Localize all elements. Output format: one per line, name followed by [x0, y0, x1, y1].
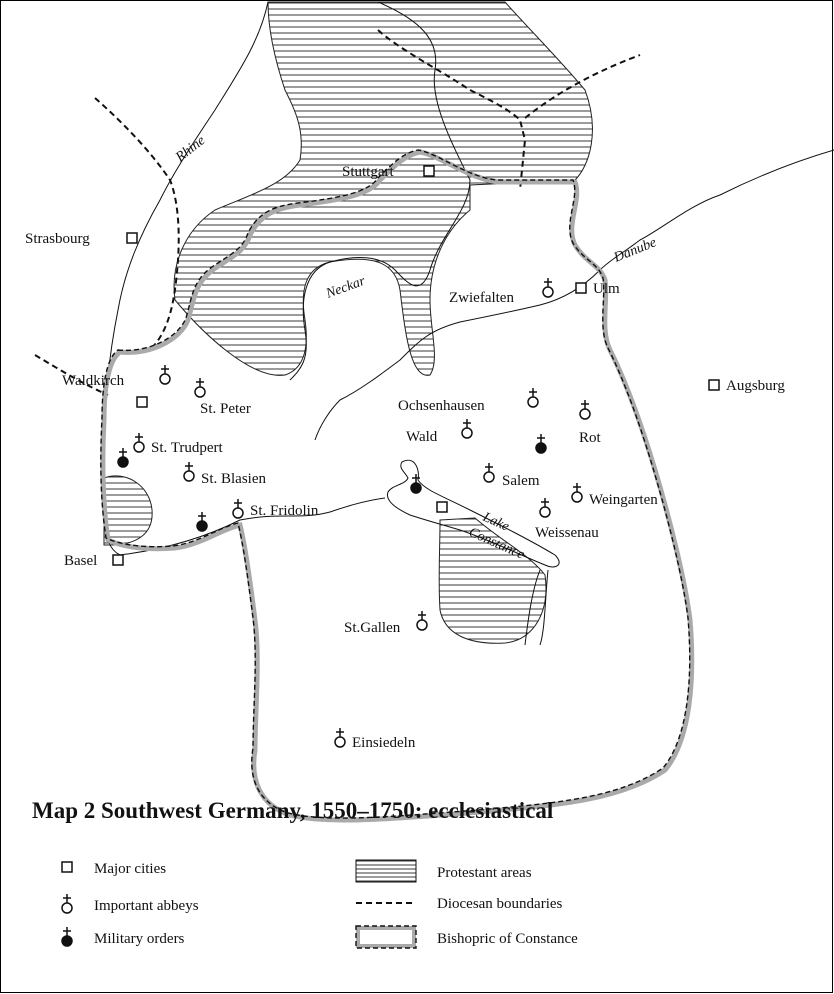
abbey-icon — [579, 400, 591, 420]
city-label-strasbourg: Strasbourg — [25, 231, 90, 247]
military-orders — [117, 434, 547, 532]
abbey-icon — [183, 462, 195, 482]
abbey-icon — [527, 388, 539, 408]
legend-label: Protestant areas — [437, 865, 532, 881]
high-rhine-river — [119, 497, 386, 556]
city-marker-icon — [136, 396, 148, 408]
abbey-label-st-fridolin: St. Fridolin — [250, 503, 319, 519]
open-cross-circle-icon — [60, 893, 74, 920]
legend-major-cities: Major cities — [60, 860, 166, 879]
neckar-label: Neckar — [323, 274, 368, 302]
military-order-icon — [535, 434, 547, 454]
legend-label: Important abbeys — [94, 898, 199, 914]
abbey-label-st-blasien: St. Blasien — [201, 471, 267, 487]
map-title: Map 2 Southwest Germany, 1550–1750: eccl… — [32, 798, 554, 823]
city-marker-icon — [708, 379, 720, 391]
diocesan-boundary-northwest — [94, 97, 180, 351]
protestant-area-basel — [103, 475, 153, 546]
city-stuttgart: Stuttgart — [342, 164, 435, 180]
city-basel: Basel — [64, 553, 124, 569]
rhine-label: Rhine — [172, 133, 208, 166]
legend-label: Major cities — [94, 861, 167, 877]
abbey-label-ochsenhausen: Ochsenhausen — [398, 398, 485, 414]
city-augsburg: Augsburg — [708, 378, 785, 394]
abbey-icon — [194, 378, 206, 398]
legend-military-orders: Military orders — [60, 926, 184, 953]
city-label-stuttgart: Stuttgart — [342, 164, 394, 180]
abbey-icon — [416, 611, 428, 631]
city-marker-icon — [423, 165, 435, 177]
diocesan-boundary-west — [34, 354, 109, 396]
abbey-icon — [571, 483, 583, 503]
legend-bishopric: Bishopric of Constance — [355, 925, 578, 954]
city-marker-icon — [575, 282, 587, 294]
diocesan-boundaries — [34, 29, 641, 396]
abbey-label-rot: Rot — [579, 430, 602, 446]
military-order-icon — [196, 512, 208, 532]
city-label-basel: Basel — [64, 553, 97, 569]
diocesan-boundary-northeast — [524, 54, 641, 119]
abbey-label-st-trudpert: St. Trudpert — [151, 440, 224, 456]
abbey-label-st-gallen: St.Gallen — [344, 620, 401, 636]
abbey-icon — [461, 419, 473, 439]
lake-constance — [386, 459, 560, 568]
abbey-icon — [542, 278, 554, 298]
cities: Stuttgart Strasbourg Ulm Augsburg Basel — [25, 164, 785, 569]
abbey-label-waldkirch: Waldkirch — [62, 373, 125, 389]
city-label-ulm: Ulm — [593, 281, 620, 297]
abbey-label-salem: Salem — [502, 473, 540, 489]
filled-cross-circle-icon — [60, 926, 74, 953]
city-marker-icon — [436, 501, 448, 513]
abbey-label-wald: Wald — [406, 429, 438, 445]
legend-protestant-areas: Protestant areas — [355, 859, 532, 888]
bishopric-swatch-icon — [355, 925, 417, 954]
protestant-area-wurttemberg — [173, 1, 593, 376]
danube-river — [314, 149, 834, 441]
abbey-label-einsiedeln: Einsiedeln — [352, 735, 416, 751]
danube-label: Danube — [611, 235, 659, 266]
abbey-icon — [232, 499, 244, 519]
abbey-icon — [483, 463, 495, 483]
abbey-label-st-peter: St. Peter — [200, 401, 251, 417]
abbey-label-zwiefalten: Zwiefalten — [449, 290, 514, 306]
military-order-icon — [410, 474, 422, 494]
abbey-icon — [334, 728, 346, 748]
abbey-label-weissenau: Weissenau — [535, 525, 599, 541]
square-icon — [60, 860, 74, 879]
city-label-augsburg: Augsburg — [726, 378, 785, 394]
rhine-delta-stream — [524, 569, 549, 646]
hatch-swatch-icon — [355, 859, 417, 888]
city-marker-icon — [112, 554, 124, 566]
city-marker-icon — [126, 232, 138, 244]
legend-important-abbeys: Important abbeys — [60, 893, 199, 920]
legend-diocesan-boundaries: Diocesan boundaries — [355, 896, 562, 913]
legend-label: Diocesan boundaries — [437, 896, 563, 912]
legend-label: Military orders — [94, 931, 185, 947]
military-order-icon — [117, 448, 129, 468]
abbey-icon — [159, 365, 171, 385]
neckar-river — [289, 1, 471, 381]
abbey-icon — [133, 433, 145, 453]
city-ulm: Ulm — [575, 281, 620, 297]
abbey-label-weingarten: Weingarten — [589, 492, 658, 508]
abbey-icon — [539, 498, 551, 518]
legend-label: Bishopric of Constance — [437, 931, 578, 947]
city-strasbourg: Strasbourg — [25, 231, 138, 247]
protestant-area-thurgau — [438, 517, 547, 644]
abbeys: Zwiefalten Waldkirch St. Peter Ochsenhau… — [62, 278, 658, 751]
diocesan-boundary-north — [377, 29, 527, 191]
bishopric-boundary — [100, 149, 695, 823]
dashed-line-icon — [355, 896, 417, 913]
